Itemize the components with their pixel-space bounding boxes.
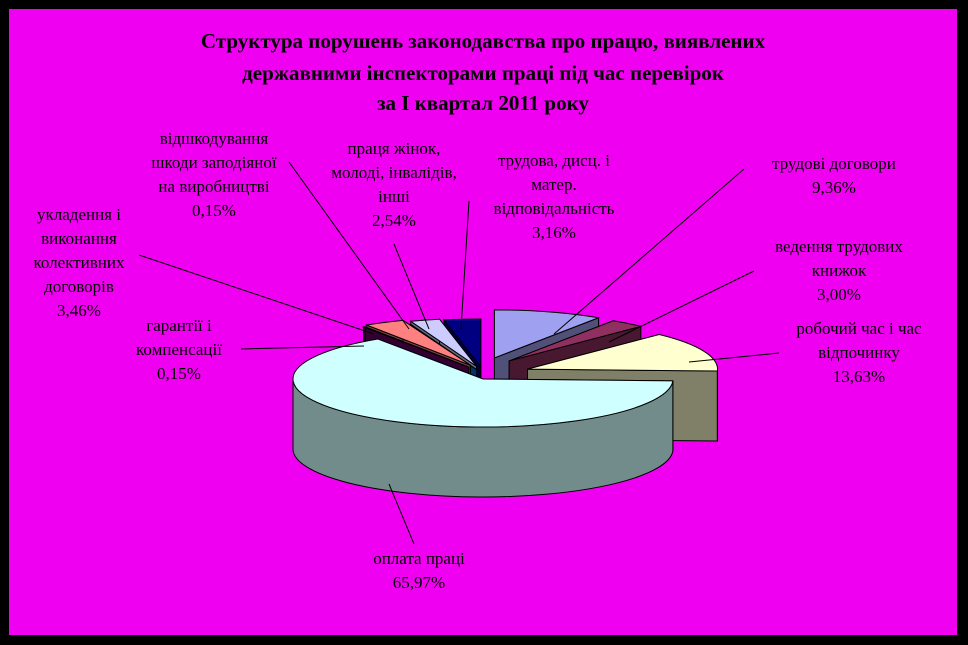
chart-title-line: державними інспекторами праці під час пе… [242,61,725,85]
pie-chart: Структура порушень законодавства про пра… [34,29,923,592]
slice-name-label: книжок [812,261,867,280]
leader-line [138,254,375,335]
leader-lines [138,161,780,545]
slice-value-label: 9,36% [812,178,856,197]
pie-slice [493,309,601,359]
leader-line [240,345,365,350]
pie-slice [361,326,469,368]
chart-title: Структура порушень законодавства про пра… [201,29,766,115]
slice-value-label: 3,00% [817,285,861,304]
pie-slice [442,318,482,369]
slice-value-label: 0,15% [157,364,201,383]
leader-line [393,243,430,330]
slice-name-label: компенсації [136,340,222,359]
slice-value-label: 65,97% [393,573,445,592]
slice-name-label: оплата праці [373,549,465,568]
slice-name-label: трудова, дисц. і [498,151,610,170]
slice-name-label: трудові договори [772,154,896,173]
slice-name-label: відшкодування [160,129,269,148]
slice-name-label: інші [378,187,410,206]
pie-tops [292,309,718,428]
leader-line [553,168,745,335]
chart-title-line: за І квартал 2011 року [377,91,589,115]
slice-labels: трудові договори 9,36% ведення трудових кни… [34,129,923,592]
leader-line [688,352,780,363]
leader-line [288,161,410,330]
slice-name-label: відпочинку [818,343,900,362]
pie-slice [527,334,718,372]
slice-name-label: матер. [531,175,576,194]
slice-name-label: робочий час і час [796,319,922,338]
slice-name-label: ведення трудових [775,237,903,256]
slice-name-label: молоді, інвалідів, [331,163,457,182]
slice-name-label: на виробництві [158,177,269,196]
chart-title-line: Структура порушень законодавства про пра… [201,29,766,53]
slice-value-label: 3,16% [532,223,576,242]
slice-name-label: договорів [44,277,114,296]
slice-name-label: відповідальність [494,199,615,218]
slice-value-label: 0,15% [192,201,236,220]
leader-line [388,483,415,545]
pie-slice [292,338,674,428]
slice-name-label: гарантії і [146,316,212,335]
slice-value-label: 13,63% [833,367,885,386]
leader-line [460,200,470,330]
slice-value-label: 2,54% [372,211,416,230]
slice-name-label: виконання [41,229,117,248]
slide-background: Структура порушень законодавства про пра… [9,9,957,635]
slice-value-label: 3,46% [57,301,101,320]
slice-name-label: праця жінок, [348,139,441,158]
slice-name-label: укладення і [37,205,121,224]
leader-line [608,270,755,343]
slice-name-label: шкоди заподіяної [151,153,276,172]
slice-name-label: колективних [34,253,125,272]
